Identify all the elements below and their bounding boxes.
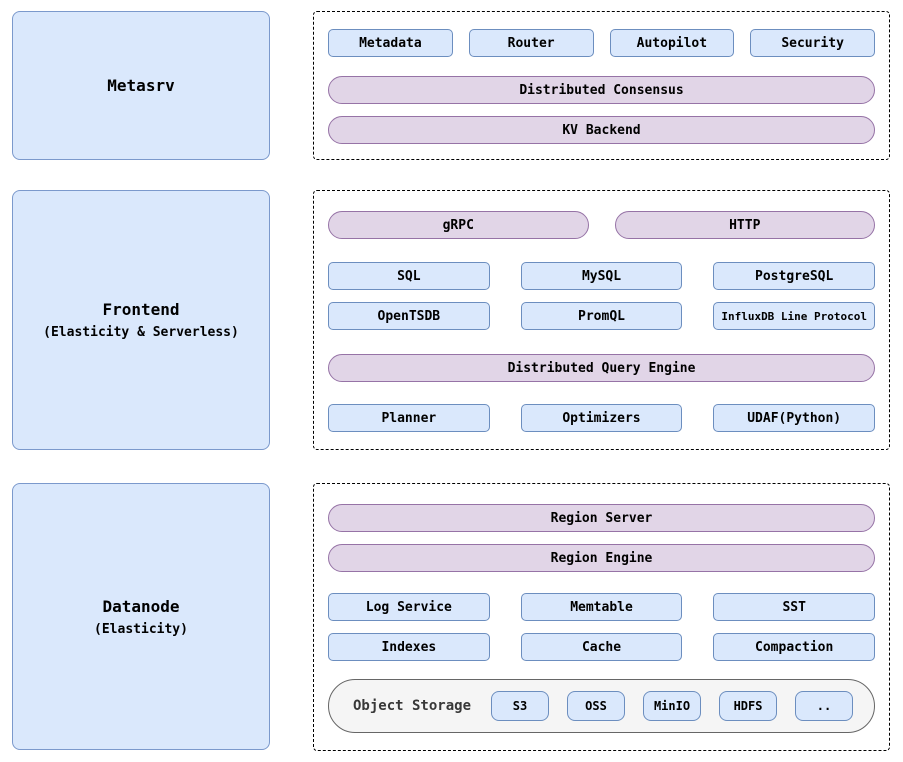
frontend-protocols-row2: OpenTSDB PromQL InfluxDB Line Protocol (328, 302, 876, 330)
datanode-panel: Region Server Region Engine Log Service … (313, 483, 890, 751)
autopilot-box: Autopilot (609, 29, 735, 57)
router-box: Router (468, 29, 594, 57)
metasrv-panel: Metadata Router Autopilot Security Distr… (313, 11, 890, 160)
frontend-engine-row: Planner Optimizers UDAF(Python) (328, 404, 876, 432)
datanode-components-row1: Log Service Memtable SST (328, 593, 876, 621)
udaf-python-box: UDAF(Python) (713, 404, 876, 432)
postgresql-box: PostgreSQL (713, 262, 876, 290)
region-server-pill: Region Server (328, 504, 875, 532)
sst-box: SST (713, 593, 876, 621)
datanode-sublabel: (Elasticity) (94, 621, 188, 637)
sql-box: SQL (328, 262, 490, 290)
metadata-box: Metadata (328, 29, 453, 57)
opentsdb-box: OpenTSDB (328, 302, 490, 330)
security-box: Security (750, 29, 875, 57)
optimizers-box: Optimizers (520, 404, 683, 432)
s3-box: S3 (491, 691, 550, 721)
datanode-components-row2: Indexes Cache Compaction (328, 633, 876, 661)
object-storage-backends: S3 OSS MinIO HDFS .. (491, 691, 854, 721)
hdfs-box: HDFS (719, 691, 778, 721)
distributed-query-engine-pill: Distributed Query Engine (328, 354, 875, 382)
metasrv-label: Metasrv (107, 76, 175, 95)
frontend-api-row: gRPC HTTP (328, 211, 875, 239)
influxdb-line-protocol-box: InfluxDB Line Protocol (713, 302, 876, 330)
region-engine-pill: Region Engine (328, 544, 875, 572)
planner-box: Planner (328, 404, 490, 432)
frontend-panel: gRPC HTTP SQL MySQL PostgreSQL OpenTSDB … (313, 190, 890, 450)
frontend-box: Frontend (Elasticity & Serverless) (12, 190, 270, 450)
http-pill: HTTP (614, 211, 875, 239)
frontend-sublabel: (Elasticity & Serverless) (43, 325, 239, 340)
distributed-consensus-pill: Distributed Consensus (328, 76, 875, 104)
grpc-pill: gRPC (328, 211, 589, 239)
kv-backend-pill: KV Backend (328, 116, 875, 144)
log-service-box: Log Service (328, 593, 490, 621)
cache-box: Cache (520, 633, 683, 661)
object-storage-container: Object Storage S3 OSS MinIO HDFS .. (328, 679, 875, 733)
frontend-label: Frontend (102, 300, 180, 319)
compaction-box: Compaction (713, 633, 876, 661)
metasrv-box: Metasrv (12, 11, 270, 160)
mysql-box: MySQL (520, 262, 683, 290)
indexes-box: Indexes (328, 633, 490, 661)
datanode-label: Datanode (102, 596, 180, 616)
memtable-box: Memtable (520, 593, 683, 621)
more-backends-box: .. (795, 691, 854, 721)
promql-box: PromQL (520, 302, 683, 330)
object-storage-label: Object Storage (353, 698, 472, 714)
minio-box: MinIO (643, 691, 702, 721)
frontend-protocols-row1: SQL MySQL PostgreSQL (328, 262, 876, 290)
datanode-box: Datanode (Elasticity) (12, 483, 270, 750)
oss-box: OSS (567, 691, 626, 721)
metasrv-services-row: Metadata Router Autopilot Security (328, 29, 875, 57)
